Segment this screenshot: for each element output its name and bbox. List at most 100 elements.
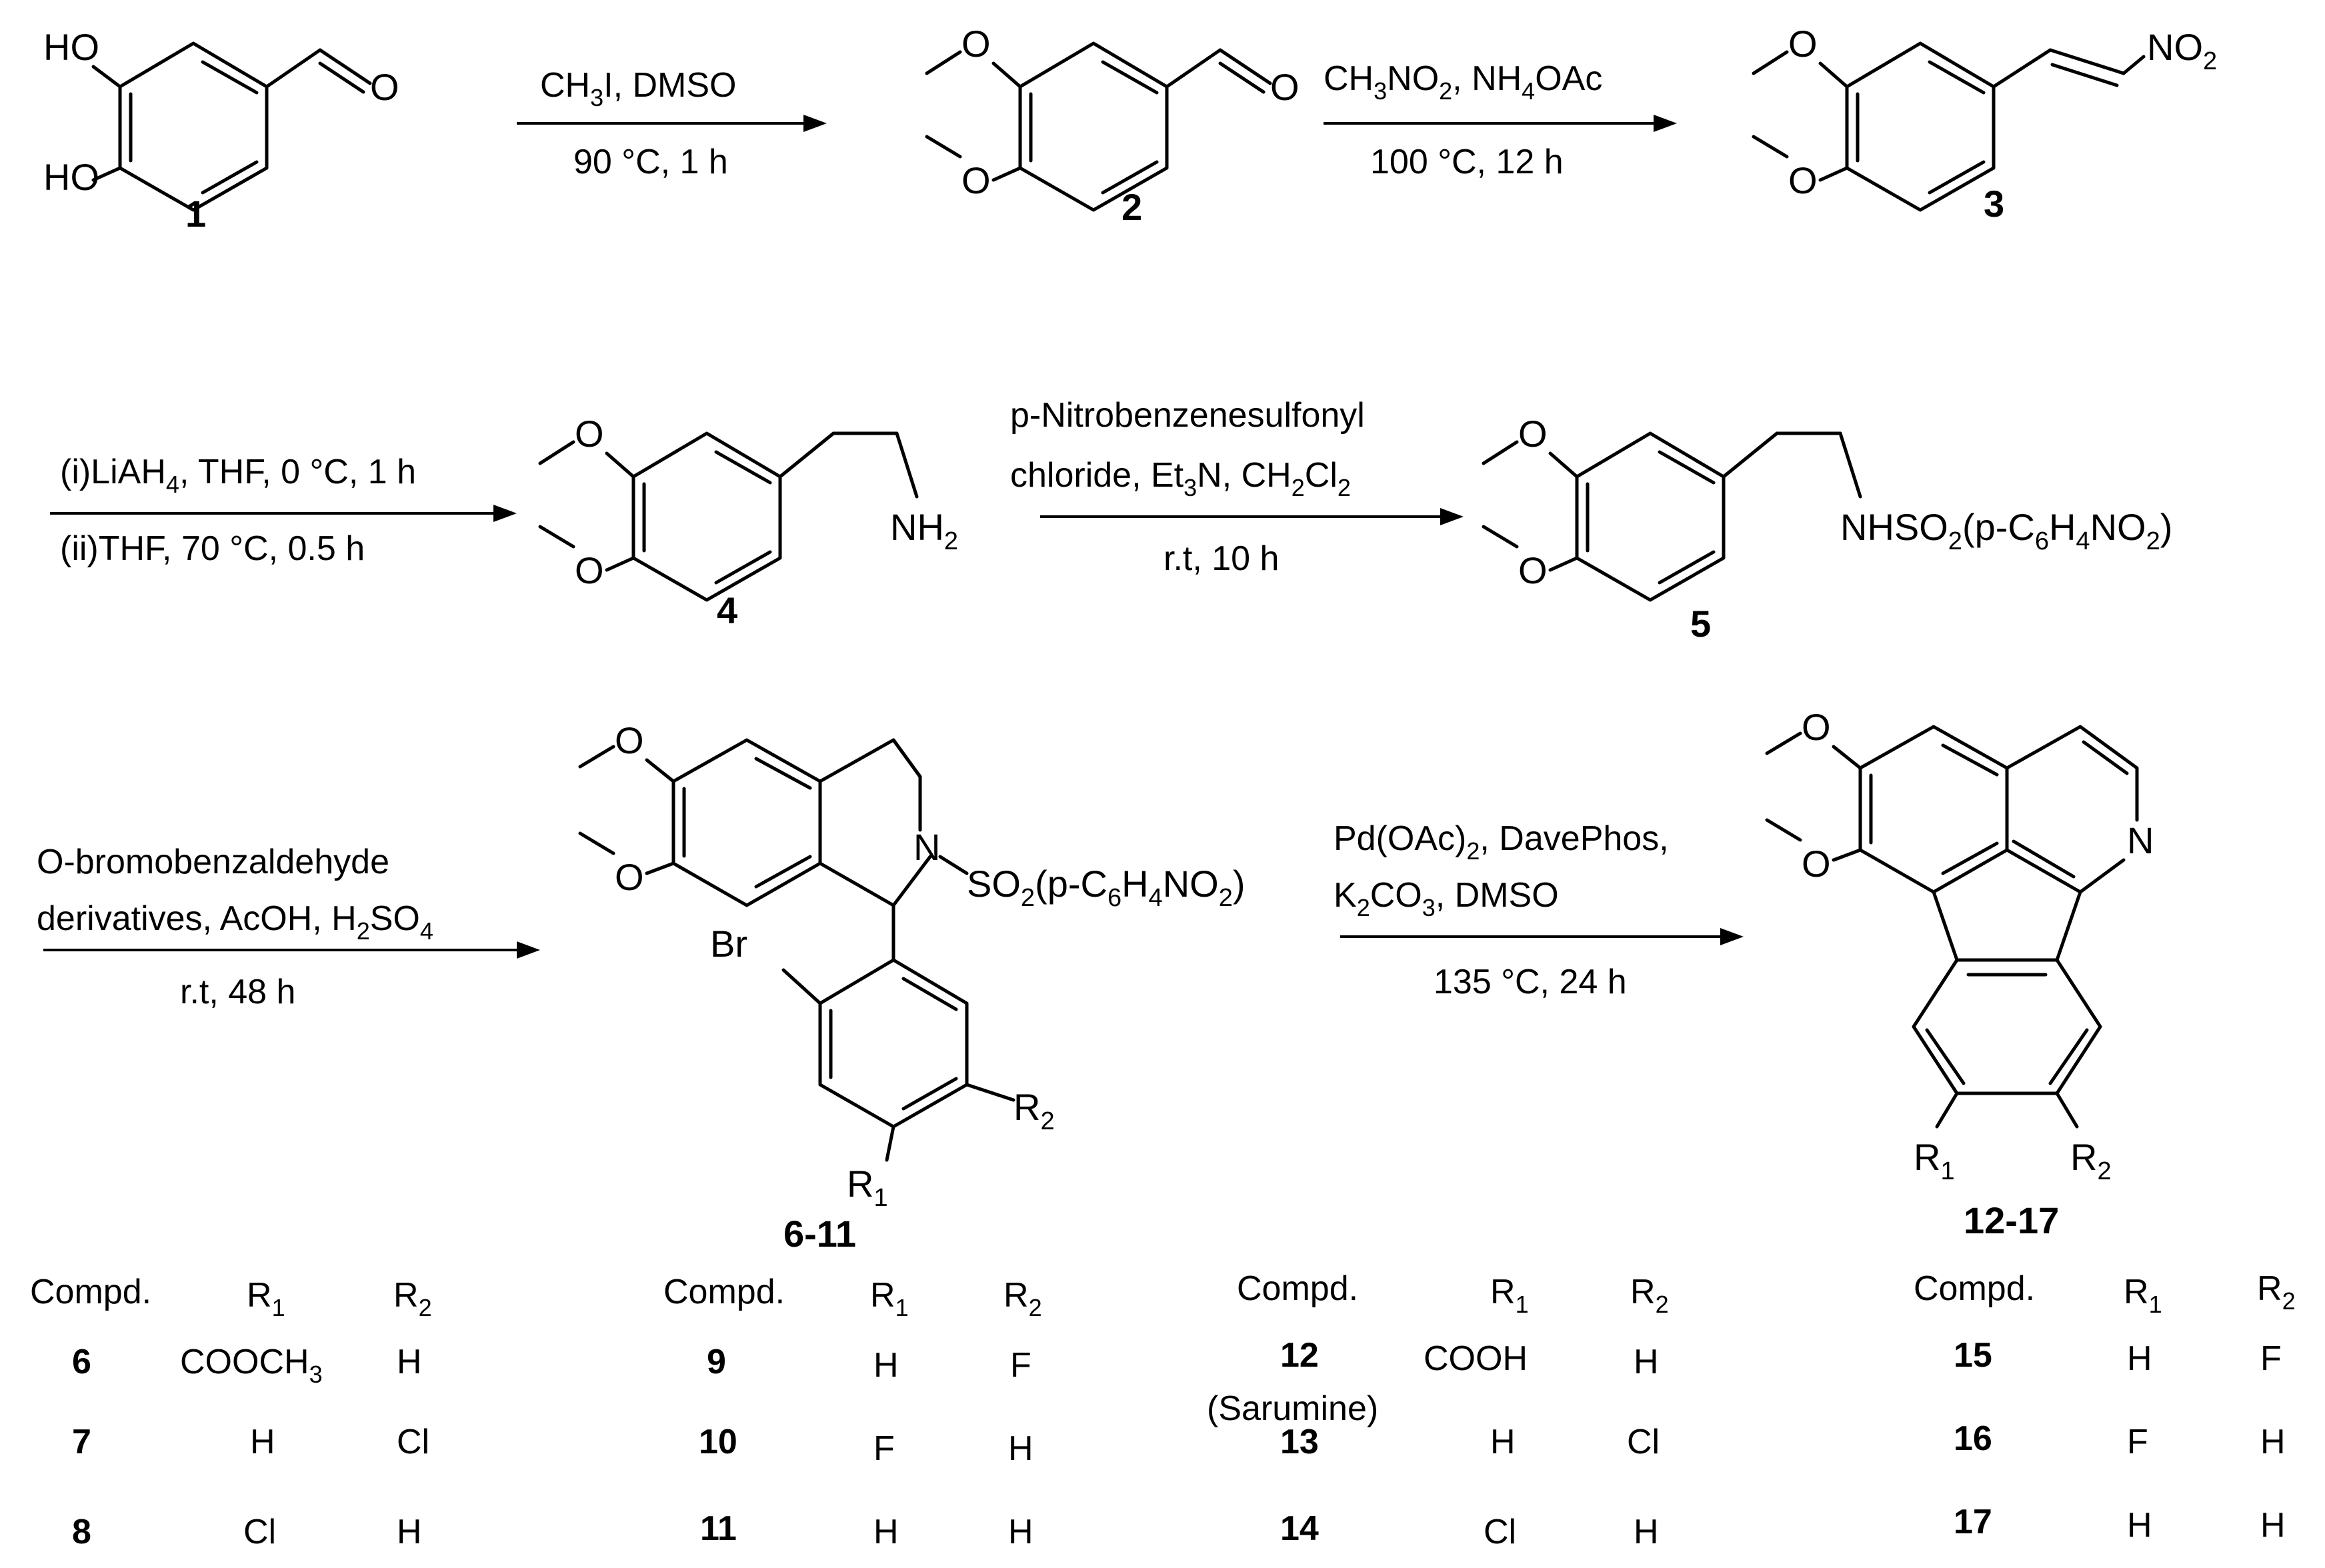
table-cell-r1: Cl <box>243 1513 276 1551</box>
table-cell-r1: H <box>1490 1423 1516 1461</box>
step5-reagents: derivatives, AcOH, H2SO4 <box>37 899 433 945</box>
step5-reagent: O-bromobenzaldehyde <box>37 843 389 881</box>
reaction-arrow-3: (i)LiAH4, THF, 0 °C, 1 h (ii)THF, 70 °C,… <box>50 453 517 568</box>
table-cell-compd: 9 <box>707 1343 726 1381</box>
compound-2-label: 2 <box>1121 186 1142 228</box>
compounds-12-17-structure: N R1 R2 O O 12-17 <box>1765 706 2154 1241</box>
methoxy-oxygen: O <box>575 413 604 455</box>
table-header-r2: R2 <box>393 1276 432 1321</box>
compound-4-label: 4 <box>717 589 737 631</box>
table-cell-r1: H <box>250 1423 275 1461</box>
table-header-compd: Compd. <box>1914 1269 2035 1308</box>
methoxy-oxygen: O <box>1802 706 1831 748</box>
table-cell-r1: H <box>2127 1339 2152 1378</box>
table-cell-r2: H <box>397 1343 422 1381</box>
compound-2-structure: O O O 2 <box>925 23 1300 228</box>
compound-5-label: 5 <box>1690 603 1711 645</box>
table-header-r2: R2 <box>2257 1269 2296 1315</box>
step4-conditions: r.t, 10 h <box>1164 539 1279 578</box>
table-header-compd: Compd. <box>30 1273 151 1311</box>
table-cell-r2: H <box>1634 1343 1659 1381</box>
table-header-compd: Compd. <box>1237 1269 1358 1308</box>
reaction-arrow-6: Pd(OAc)2, DavePhos, K2CO3, DMSO 135 °C, … <box>1334 819 1744 1001</box>
step5-conditions: r.t, 48 h <box>180 973 295 1011</box>
table-cell-compd: 10 <box>699 1423 737 1461</box>
methoxy-oxygen: O <box>1518 413 1548 455</box>
table-cell-compd: 14 <box>1280 1509 1319 1548</box>
methoxy-oxygen: O <box>961 23 991 65</box>
table-cell-r2: Cl <box>1627 1423 1660 1461</box>
table-cell-r1: Cl <box>1484 1513 1516 1551</box>
table-cell-r1: H <box>873 1513 899 1551</box>
table-cell-r1: H <box>2127 1506 2152 1545</box>
step4-reagent: p-Nitrobenzenesulfonyl <box>1010 396 1365 435</box>
methoxy-oxygen: O <box>1802 843 1831 885</box>
compound-1-label: 1 <box>185 193 206 235</box>
table-cell-compd: 17 <box>1954 1503 1992 1541</box>
ring-nitrogen: N <box>913 826 940 868</box>
table-cell-r2: F <box>2260 1339 2282 1378</box>
methoxy-oxygen: O <box>615 856 644 898</box>
compound-5-structure: NHSO2(p-C6H4NO2) O O 5 <box>1482 413 2172 645</box>
nitro-group: NO2 <box>2147 26 2217 75</box>
compounds-12-17-label: 12-17 <box>1964 1199 2059 1241</box>
methoxy-oxygen: O <box>1788 23 1818 65</box>
table-cell-compd: 12 <box>1280 1336 1319 1375</box>
compound-4-structure: NH2 O O 4 <box>538 413 958 631</box>
table-cell-r2: F <box>1010 1346 1031 1385</box>
methoxy-oxygen: O <box>1788 159 1818 201</box>
step1-reagents: CH3I, DMSO <box>540 66 736 111</box>
table-cell-note: (Sarumine) <box>1207 1389 1378 1428</box>
reaction-arrow-1: CH3I, DMSO 90 °C, 1 h <box>517 66 827 181</box>
table-cell-compd: 7 <box>72 1423 91 1461</box>
table-cell-r2: H <box>1008 1513 1033 1551</box>
table-cell-r2: H <box>397 1513 422 1551</box>
table-header-r1: R1 <box>870 1276 909 1321</box>
table-header-r1: R1 <box>1490 1273 1529 1318</box>
methoxy-oxygen: O <box>1518 549 1548 591</box>
table-cell-r1: H <box>873 1346 899 1385</box>
step6-base: K2CO3, DMSO <box>1334 876 1559 921</box>
table-cell-compd: 15 <box>1954 1336 1992 1375</box>
table-header-r1: R1 <box>2124 1273 2162 1318</box>
sulfonyl-group: SO2(p-C6H4NO2) <box>967 863 1245 912</box>
table-cell-r1: F <box>873 1429 895 1468</box>
step4-reagents: chloride, Et3N, CH2Cl2 <box>1010 456 1351 501</box>
compound-3-label: 3 <box>1984 183 2004 225</box>
step1-conditions: 90 °C, 1 h <box>573 143 728 181</box>
r2-substituent: R2 <box>2070 1136 2112 1185</box>
bromine: Br <box>710 923 747 965</box>
table-header-r2: R2 <box>1630 1273 1669 1318</box>
table-cell-compd: 11 <box>700 1509 737 1548</box>
step3-conditions: (ii)THF, 70 °C, 0.5 h <box>60 529 365 568</box>
table-cell-compd: 6 <box>72 1343 91 1381</box>
table-header-r2: R2 <box>1003 1276 1042 1321</box>
table-cell-r2: H <box>1008 1429 1033 1468</box>
reaction-arrow-4: p-Nitrobenzenesulfonyl chloride, Et3N, C… <box>1010 396 1464 578</box>
methoxy-oxygen: O <box>615 719 644 761</box>
table-cell-compd: 16 <box>1954 1419 1992 1458</box>
hydroxyl-top: HO <box>43 26 99 68</box>
aldehyde-oxygen: O <box>370 66 399 108</box>
step6-conditions: 135 °C, 24 h <box>1434 963 1627 1001</box>
pyridine-nitrogen: N <box>2127 819 2154 861</box>
hydroxyl-bottom: HO <box>43 156 99 198</box>
table-cell-r2: H <box>2260 1423 2286 1461</box>
table-cell-r1: COOCH3 <box>180 1343 323 1388</box>
table-header-r1: R1 <box>247 1276 285 1321</box>
compounds-6-11-structure: N SO2(p-C6H4NO2) O O Br R2 R1 6-11 <box>578 719 1245 1255</box>
table-cell-r1: COOH <box>1424 1339 1528 1378</box>
step3-reagents: (i)LiAH4, THF, 0 °C, 1 h <box>60 453 416 498</box>
r1-substituent: R1 <box>847 1163 888 1212</box>
table-cell-r2: H <box>1634 1513 1659 1551</box>
step2-reagents: CH3NO2, NH4OAc <box>1324 59 1602 105</box>
methoxy-oxygen: O <box>961 159 991 201</box>
compound-1-structure: O HO HO 1 <box>43 26 399 235</box>
table-cell-compd: 13 <box>1280 1423 1319 1461</box>
substituent-table: Compd. R1 R2 6 COOCH3 H 7 H Cl 8 Cl H Co… <box>30 1269 2296 1551</box>
methoxy-oxygen: O <box>575 549 604 591</box>
r1-substituent: R1 <box>1914 1136 1955 1185</box>
step2-conditions: 100 °C, 12 h <box>1370 143 1564 181</box>
step6-reagents: Pd(OAc)2, DavePhos, <box>1334 819 1669 865</box>
